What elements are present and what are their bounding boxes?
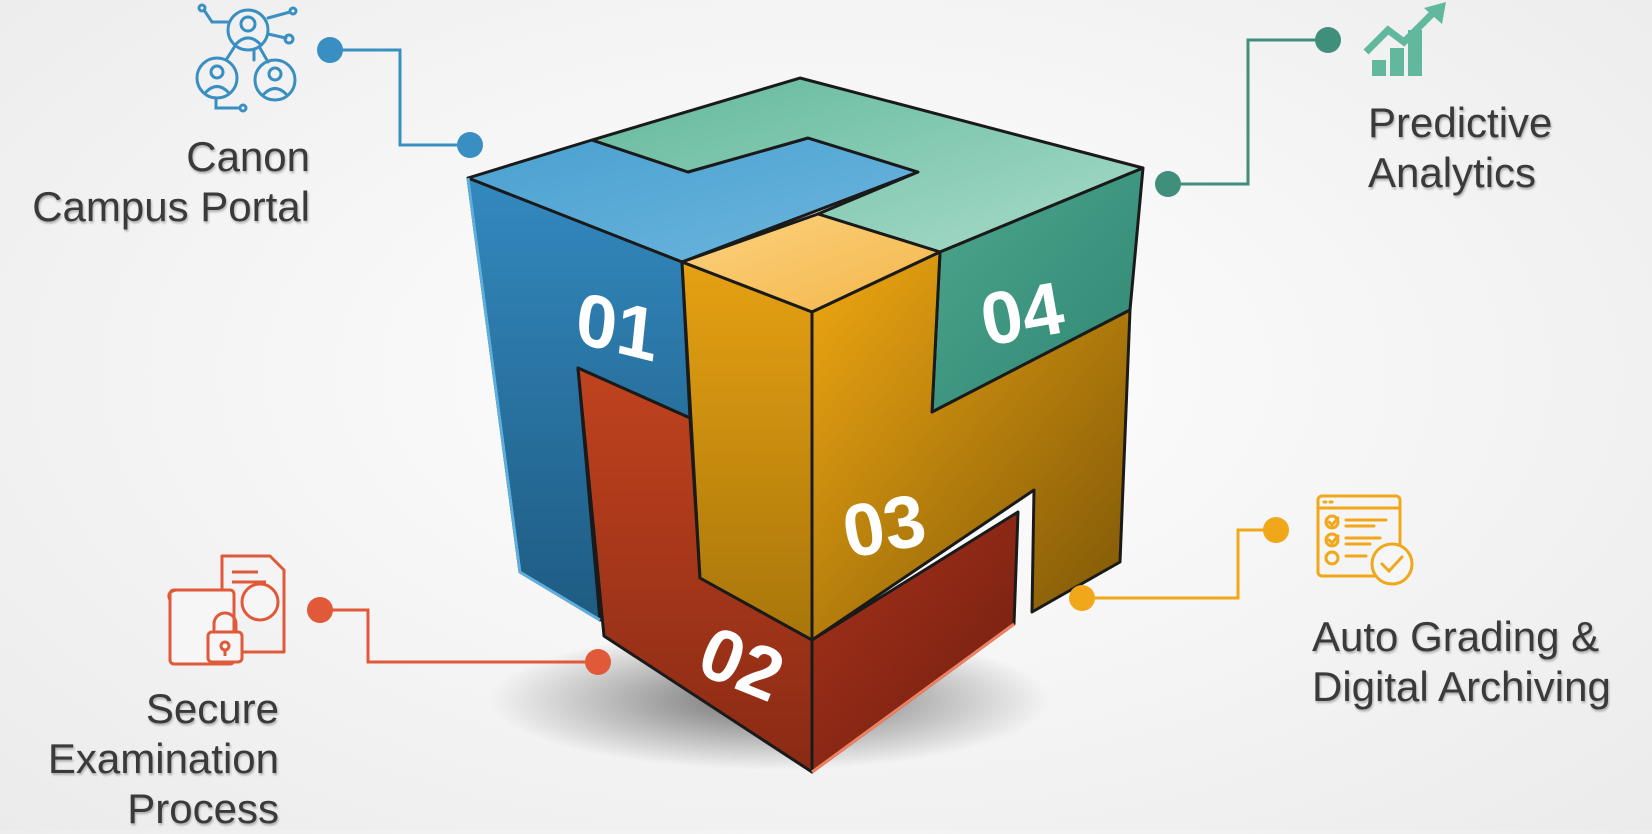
connector-dot <box>317 37 343 63</box>
cube-piece-03 <box>680 212 1132 642</box>
label-secure-examination-process: Secure Examination Process <box>48 684 279 834</box>
secure-document-lock-icon <box>167 554 286 666</box>
connector-dot <box>307 597 333 623</box>
label-line: Analytics <box>1368 149 1537 196</box>
connector-dot <box>1315 27 1341 53</box>
piece-number-04: 04 <box>974 266 1069 362</box>
connector-04 <box>1168 38 1328 186</box>
connector-dot <box>585 649 611 675</box>
connector-dot <box>1069 585 1095 611</box>
connector-dot <box>1155 171 1181 197</box>
label-line: Examination <box>47 735 279 782</box>
connector-02 <box>320 608 598 664</box>
connector-03 <box>1082 528 1276 600</box>
label-auto-grading-digital-archiving: Auto Grading & Digital Archiving <box>1312 612 1611 712</box>
connector-01 <box>330 48 468 147</box>
label-predictive-analytics: Predictive Analytics <box>1368 98 1552 198</box>
label-line: Process <box>127 785 279 832</box>
connector-dot <box>1263 517 1289 543</box>
checklist-grading-icon <box>1316 494 1414 586</box>
label-line: Predictive <box>1368 99 1553 146</box>
label-line: Auto Grading & <box>1312 613 1600 660</box>
label-canon-campus-portal: Canon Campus Portal <box>32 132 310 232</box>
label-line: Canon <box>186 133 310 180</box>
piece-number-01: 01 <box>572 276 661 378</box>
cube-edge-highlight <box>466 177 601 622</box>
growth-chart-icon <box>1363 2 1446 76</box>
label-line: Campus Portal <box>32 183 310 230</box>
connector-dot <box>457 132 483 158</box>
cube-edge-highlight <box>811 622 1015 774</box>
label-line: Secure <box>145 685 279 732</box>
network-people-icon <box>195 3 298 113</box>
label-line: Digital Archiving <box>1312 663 1611 710</box>
piece-number-03: 03 <box>836 478 931 574</box>
